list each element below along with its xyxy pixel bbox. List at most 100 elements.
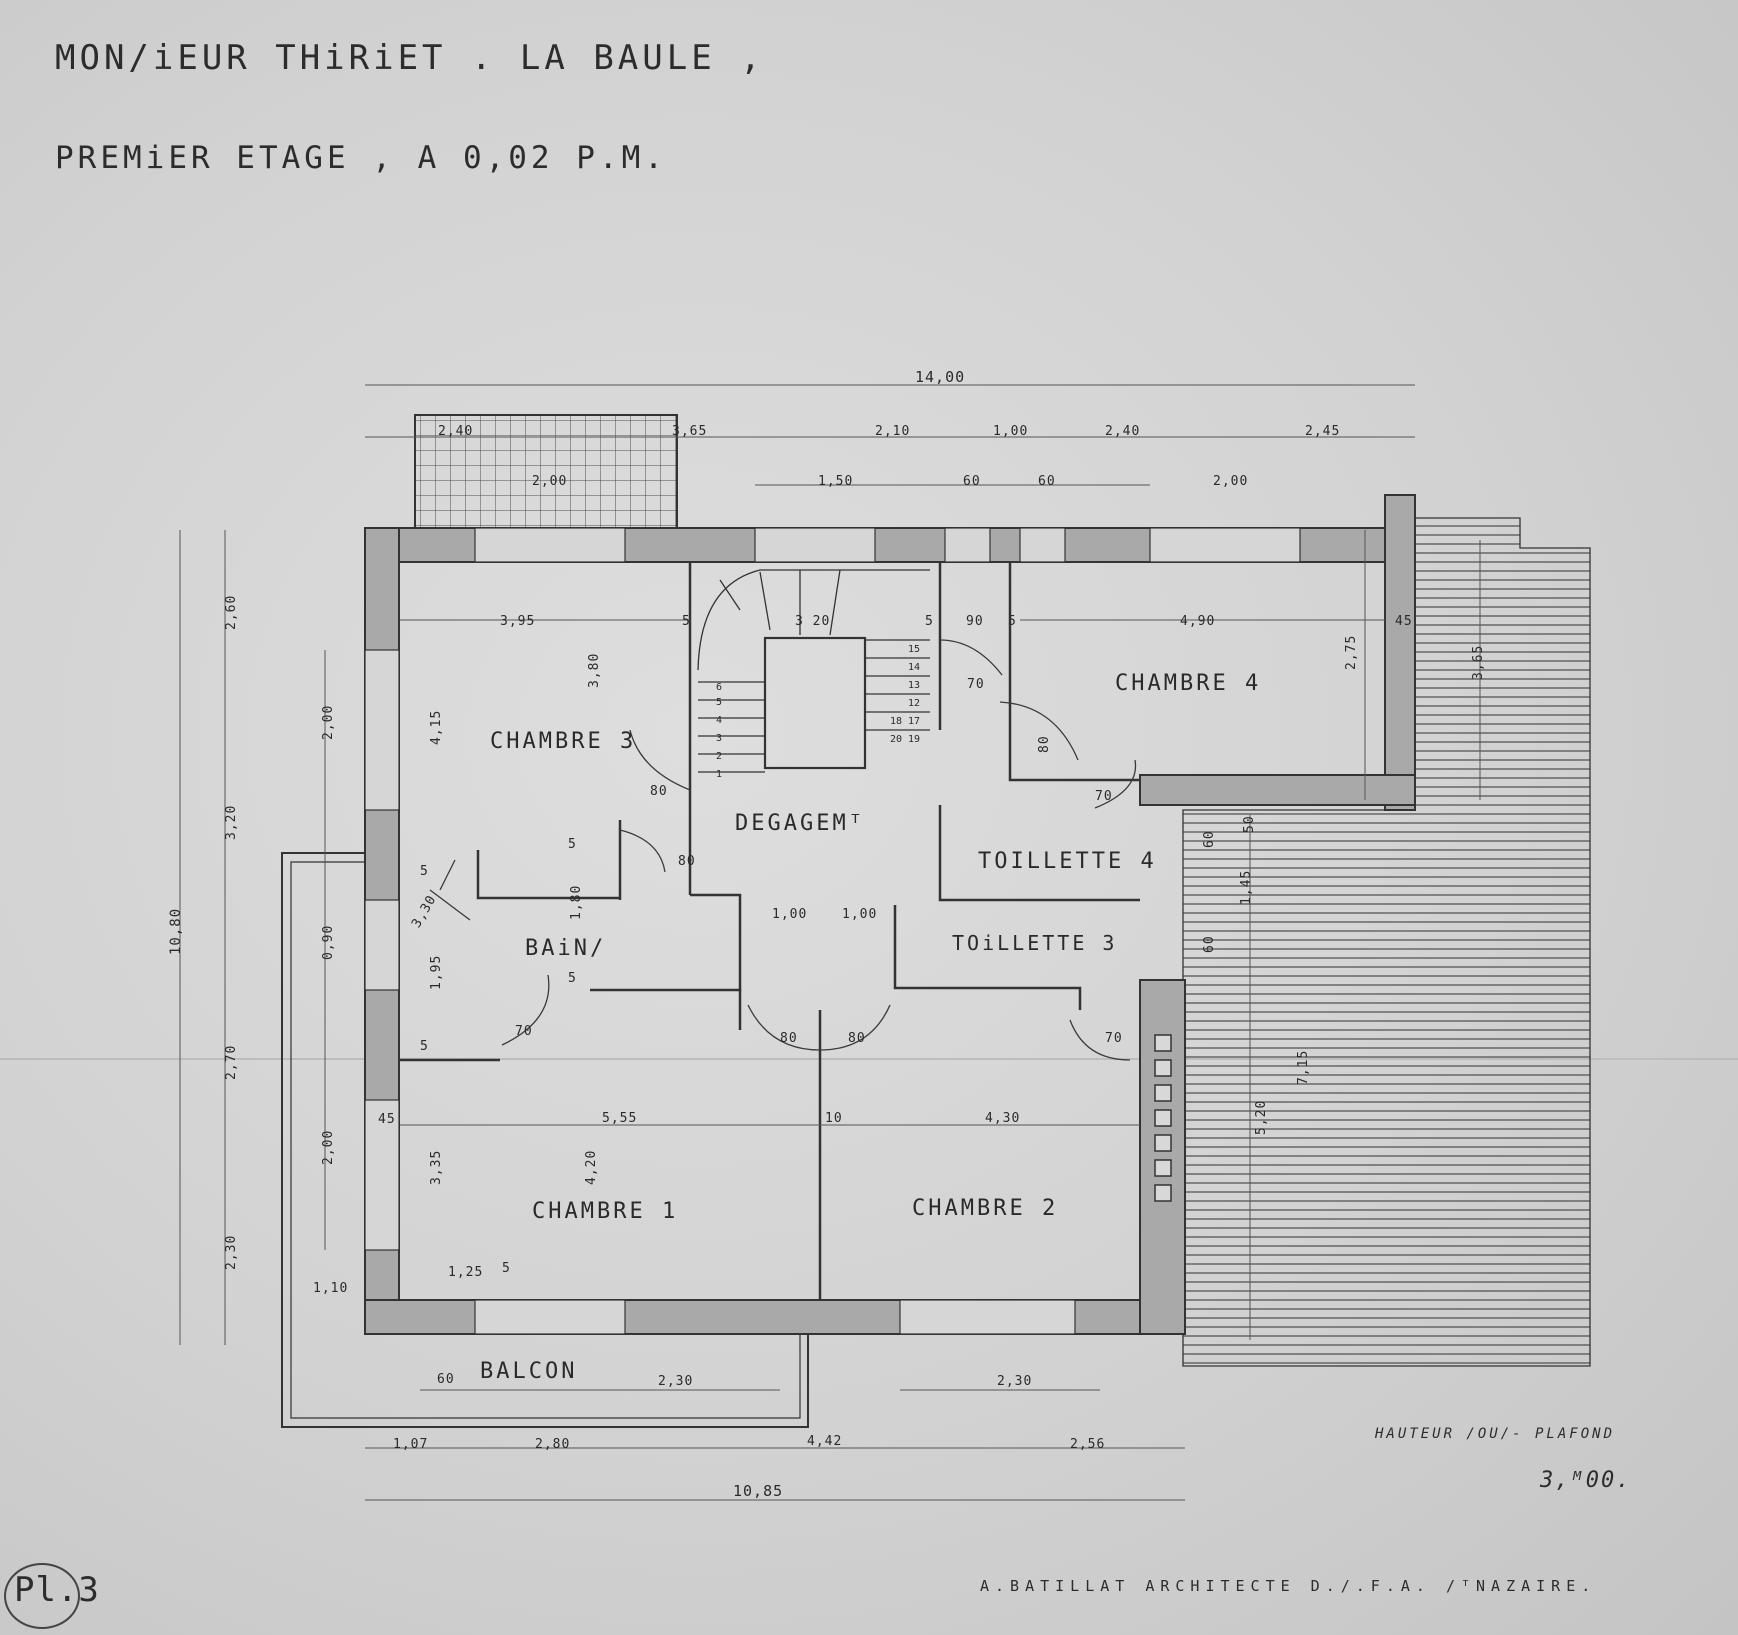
paper-fold-crease [0,1058,1738,1060]
dim-stair-width: 3 20 [795,614,830,629]
dim-win-a: 2,00 [532,474,567,489]
dim-win-e: 2,00 [1213,474,1248,489]
dim-small-5e: 5 [502,1261,511,1276]
dim-door-80e: 80 [848,1031,866,1046]
dim-bot-b: 2,80 [535,1437,570,1452]
stair-step: 15 [908,644,920,655]
chimney-blocks [1154,1034,1172,1202]
dim-bot-c: 4,42 [807,1434,842,1449]
dim-left-c: 2,70 [224,1045,239,1080]
stair-step: 17 [908,716,920,727]
stair-step: 4 [716,715,722,726]
dim-bain-h: 1,80 [569,885,584,920]
right-terrace-hatch [1182,517,1591,1367]
dim-door-80c: 80 [678,854,696,869]
ceiling-height-value: 3,ᴹ00. [1540,1468,1632,1493]
dim-ch3-width: 3,95 [500,614,535,629]
dim-door-80b: 80 [650,784,668,799]
dim-small-5d: 5 [420,1039,429,1054]
dim-small-5a: 5 [568,837,577,852]
architect-credit: A.BATILLAT ARCHITECTE D./.F.A. /ᵀNAZAIRE… [980,1577,1597,1595]
dim-bain-vent: 3,30 [409,893,440,931]
dim-ch1-inner: 3,35 [429,1150,444,1185]
dim-left-win-a: 2,00 [321,705,336,740]
dim-corr-a: 1,00 [772,907,807,922]
dim-top-a: 2,40 [438,424,473,439]
sheet-number: Pl.3 [14,1570,100,1610]
dim-ch4-depth: 2,75 [1344,635,1359,670]
room-label-chambre2: CHAMBRE 2 [912,1196,1058,1221]
dim-small-5b: 5 [420,864,429,879]
dim-top-d: 1,00 [993,424,1028,439]
dim-ch1-width: 5,55 [602,1111,637,1126]
dim-left-d: 2,30 [224,1235,239,1270]
sheet-number-ring [4,1563,80,1629]
dim-door-80d: 80 [780,1031,798,1046]
stair-step: 1 [716,769,722,780]
dim-left-win-c: 2,00 [321,1130,336,1165]
room-label-balcon: BALCON [480,1359,577,1384]
room-label-toilette3: TOiLLETTE 3 [952,931,1117,955]
dim-ch1-depth: 4,20 [584,1150,599,1185]
room-label-bain: BAiN/ [525,936,606,961]
dim-small-45: 45 [378,1112,396,1127]
window-openings [364,527,1301,1335]
dim-small-5c: 5 [568,971,577,986]
dim-wall-5c: 5 [1008,614,1017,629]
stair-step: 2 [716,751,722,762]
stair-step: 5 [716,697,722,708]
dim-ch2-width: 4,30 [985,1111,1020,1126]
dim-top-f: 2,45 [1305,424,1340,439]
interior-walls [400,562,1140,1300]
room-label-toilette4: TOILLETTE 4 [978,849,1157,874]
dim-toil-50: 50 [1242,815,1257,833]
dim-ch3-inner: 4,15 [429,710,444,745]
dim-left-a: 2,60 [224,595,239,630]
dim-terrace-depth: 5,20 [1254,1100,1269,1135]
dimension-lines [179,384,1481,1501]
dim-bal-230a: 2,30 [658,1374,693,1389]
dim-bot-d: 2,56 [1070,1437,1105,1452]
dim-wall-90: 90 [966,614,984,629]
title-floor: PREMiER ETAGE , A 0,02 P.M. [55,140,667,176]
stair-step: 14 [908,662,920,673]
stair-step: 6 [716,682,722,693]
stair-step: 19 [908,734,920,745]
dim-win-c: 60 [963,474,981,489]
dim-wall-10: 10 [825,1111,843,1126]
dim-left-total: 10,80 [168,908,184,955]
dim-overall-top: 14,00 [915,368,965,386]
dim-toil-60a: 60 [1202,830,1217,848]
stair-step: 12 [908,698,920,709]
title-client: MON/iEUR THiRiET . LA BAULE , [55,38,765,78]
dim-win-d: 60 [1038,474,1056,489]
dim-bot-a: 1,07 [393,1437,428,1452]
dim-door-70d: 70 [1105,1031,1123,1046]
dim-terrace-len: 7,15 [1296,1050,1311,1085]
top-balcony-grid [414,414,678,529]
dim-wall-5b: 5 [925,614,934,629]
dim-bal-230b: 2,30 [997,1374,1032,1389]
stair-step: 3 [716,733,722,744]
dim-top-b: 3,65 [672,424,707,439]
room-label-chambre3: CHAMBRE 3 [490,729,636,754]
dim-small-125: 1,25 [448,1265,483,1280]
dim-door-70b: 70 [1095,789,1113,804]
dim-ch3-depth: 3,80 [587,653,602,688]
stair-step: 13 [908,680,920,691]
room-labels: CHAMBRE 3 CHAMBRE 4 DEGAGEMᵀ TOILLETTE 4… [480,671,1258,1384]
dim-toil-60b: 60 [1202,935,1217,953]
dim-door-80a: 80 [1037,735,1052,753]
dim-door-70a: 70 [967,677,985,692]
dim-left-b: 3,20 [224,805,239,840]
staircase [697,569,930,773]
dim-door-70c: 70 [515,1024,533,1039]
room-label-degagement: DEGAGEMᵀ [735,811,865,836]
dim-left-110: 1,10 [313,1281,348,1296]
left-balcony-outline [281,852,809,1428]
dim-ch4-width: 4,90 [1180,614,1215,629]
dim-bain-w: 1,95 [429,955,444,990]
stair-step-numbers: 1 2 3 4 5 6 12 13 14 15 17 18 19 20 [716,644,920,780]
dim-terrace-a: 3,65 [1471,645,1486,680]
